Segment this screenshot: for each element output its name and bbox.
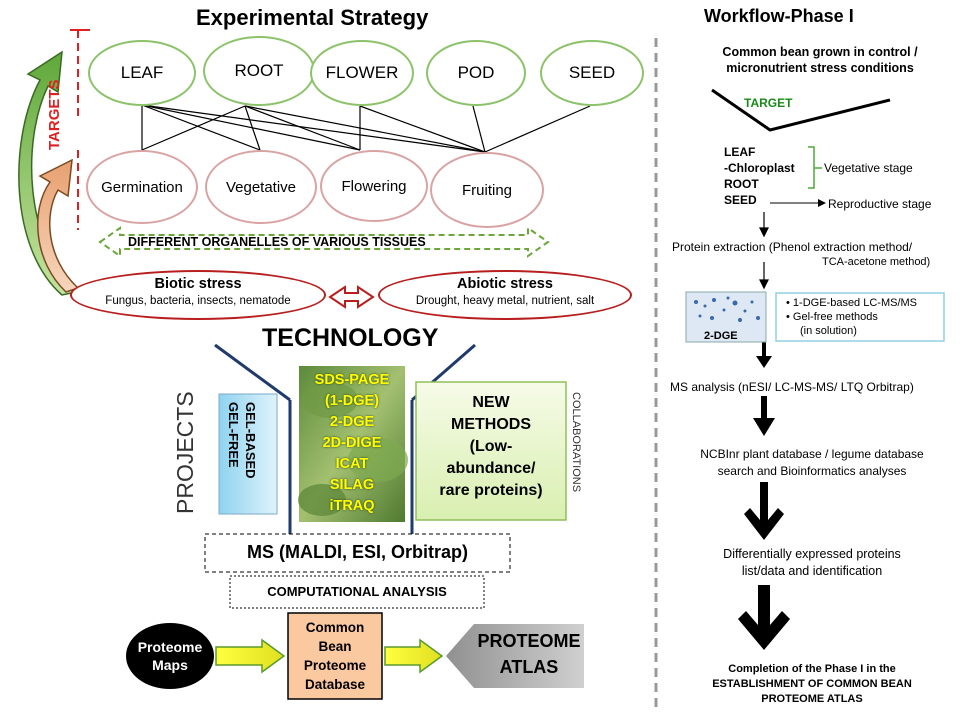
targets-label: TARGETS	[46, 79, 63, 150]
technique: 2D-DIGE	[322, 435, 382, 451]
tissue-item: ROOT	[724, 177, 759, 191]
differential-line: Differentially expressed proteins	[723, 547, 901, 561]
completion-line: ESTABLISHMENT OF COMMON BEAN	[712, 678, 912, 690]
stage-fruiting: Fruiting	[430, 152, 544, 228]
tissue-item: SEED	[724, 193, 757, 207]
methods-list: • 1-DGE-based LC-MS/MS • Gel-free method…	[786, 296, 917, 338]
abiotic-items: Drought, heavy metal, nutrient, salt	[415, 295, 595, 307]
database-line: Bean	[318, 639, 352, 654]
new-methods-line: NEW	[472, 394, 510, 411]
reproductive-stage: Reproductive stage	[828, 197, 932, 211]
ms-label: MS (MALDI, ESI, Orbitrap)	[246, 542, 468, 562]
right-panel-title: Workflow-Phase I	[704, 6, 854, 26]
technology-label: TECHNOLOGY	[262, 324, 439, 352]
grown-line: Common bean grown in control /	[722, 45, 918, 59]
completion-line: Completion of the Phase I in the	[728, 663, 896, 675]
new-methods-line: (Low-	[469, 438, 513, 455]
organ-pod: POD	[426, 40, 526, 106]
protein-extraction: Protein extraction (Phenol extraction me…	[672, 240, 913, 254]
protein-extraction-2: TCA-acetone method)	[822, 256, 931, 268]
new-methods-line: abundance/	[446, 460, 536, 477]
collaborations-label: COLLABORATIONS	[570, 392, 582, 493]
database-search: NCBInr plant database / legume database …	[670, 446, 954, 480]
method-item: • 1-DGE-based LC-MS/MS	[786, 297, 918, 309]
technique: ICAT	[335, 456, 369, 472]
ms-analysis: MS analysis (nESI/ LC-MS-MS/ LTQ Orbitra…	[670, 380, 914, 394]
proteome-maps-line: Proteome	[137, 639, 203, 655]
differential-line: list/data and identification	[741, 564, 883, 578]
abiotic-title: Abiotic stress	[457, 276, 553, 292]
organ-root: ROOT	[203, 36, 315, 106]
technique: SILAG	[329, 477, 375, 493]
tissue-item: -Chloroplast	[724, 161, 795, 175]
method-item: (in solution)	[800, 325, 857, 337]
computational-label: COMPUTATIONAL ANALYSIS	[267, 584, 447, 599]
gel-line-2: GEL-FREE	[226, 402, 241, 468]
grown-conditions: Common bean grown in control / micronutr…	[690, 44, 950, 76]
database-search-line: NCBInr plant database / legume database	[700, 447, 924, 461]
stage-germination: Germination	[86, 150, 198, 224]
stage-vegetative: Vegetative	[205, 150, 317, 224]
grown-line: micronutrient stress conditions	[726, 61, 914, 75]
differential-proteins: Differentially expressed proteins list/d…	[670, 546, 954, 580]
target-label: TARGET	[744, 96, 793, 110]
projects-label: PROJECTS	[172, 391, 198, 514]
common-bean-database: Common Bean Proteome Database	[288, 618, 382, 694]
technique: 2-DGE	[329, 414, 375, 430]
techniques-list: SDS-PAGE (1-DGE) 2-DGE 2D-DIGE ICAT SILA…	[299, 370, 405, 517]
gel-line-1: GEL-BASED	[243, 402, 258, 479]
phase-completion: Completion of the Phase I in the ESTABLI…	[670, 662, 954, 707]
database-line: Proteome	[303, 658, 367, 673]
vegetative-stage: Vegetative stage	[824, 161, 913, 175]
technique: (1-DGE)	[325, 393, 379, 409]
organelles-arrow	[98, 226, 550, 258]
technique: SDS-PAGE	[314, 372, 390, 388]
atlas-line: ATLAS	[499, 657, 559, 677]
left-panel-title: Experimental Strategy	[196, 5, 429, 30]
gel-image-label: 2-DGE	[704, 330, 738, 342]
abiotic-stress: Abiotic stress Drought, heavy metal, nut…	[378, 270, 632, 320]
organ-seed: SEED	[540, 40, 644, 106]
database-line: Common	[305, 620, 365, 635]
tissue-list: LEAF -Chloroplast ROOT SEED	[724, 144, 795, 208]
organelles-label: DIFFERENT ORGANELLES OF VARIOUS TISSUES	[128, 235, 426, 249]
cycle-arrow-orange	[37, 158, 80, 293]
biotic-items: Fungus, bacteria, insects, nematode	[105, 295, 291, 307]
new-methods-line: METHODS	[451, 416, 531, 433]
database-search-line: search and Bioinformatics analyses	[717, 464, 907, 478]
stage-flowering: Flowering	[320, 150, 428, 222]
proteome-maps: Proteome Maps	[126, 638, 214, 674]
tissue-item: LEAF	[724, 145, 756, 159]
gel-box: GEL-BASED GEL-FREE	[219, 394, 277, 514]
proteome-maps-line: Maps	[152, 657, 188, 673]
proteome-atlas: PROTEOME ATLAS	[474, 628, 584, 680]
new-methods-box: NEW METHODS (Low- abundance/ rare protei…	[416, 392, 566, 502]
database-line: Database	[304, 677, 366, 692]
new-methods-line: rare proteins)	[439, 482, 543, 499]
completion-line: PROTEOME ATLAS	[761, 693, 863, 705]
organ-flower: FLOWER	[310, 40, 414, 106]
biotic-title: Biotic stress	[154, 276, 242, 292]
atlas-line: PROTEOME	[477, 631, 581, 651]
organ-leaf: LEAF	[88, 40, 196, 106]
biotic-stress: Biotic stress Fungus, bacteria, insects,…	[70, 270, 326, 320]
method-item: • Gel-free methods	[786, 311, 878, 323]
technique: iTRAQ	[329, 498, 375, 514]
